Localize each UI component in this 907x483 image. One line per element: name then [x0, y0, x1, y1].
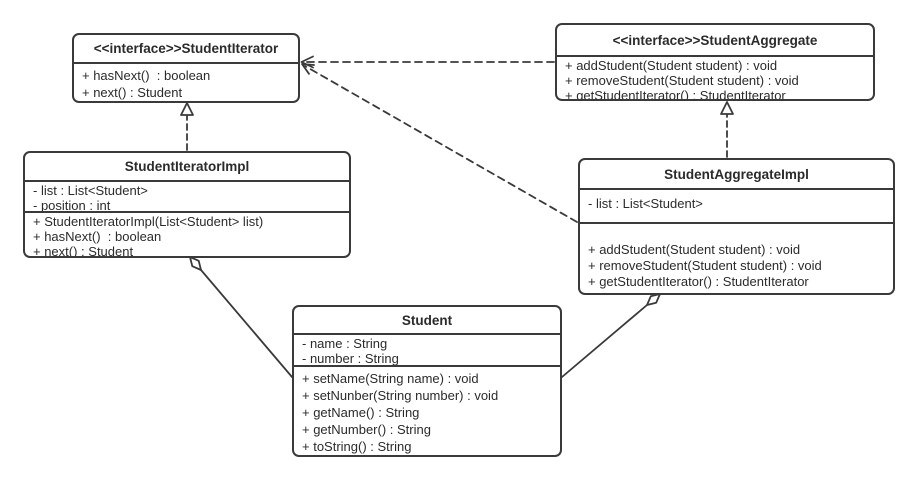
attributes-compartment-studentiteratorimpl: - list : List<Student> - position : int	[25, 182, 349, 213]
open-arrowhead	[300, 55, 314, 69]
hollow-diamond	[189, 256, 202, 271]
method-line: + StudentIteratorImpl(List<Student> list…	[33, 214, 264, 229]
methods-compartment-student: + setName(String name) : void + setNunbe…	[294, 367, 560, 455]
class-box-student: Student - name : String - number : Strin…	[292, 305, 562, 457]
class-title-studentiteratorimpl: StudentIteratorImpl	[25, 153, 349, 182]
method-line: + setName(String name) : void	[302, 371, 479, 386]
method-line: + next() : Student	[33, 244, 134, 258]
method-line: + hasNext() : boolean	[82, 68, 211, 83]
methods-compartment-studentiterator: + hasNext() : boolean + next() : Student	[74, 64, 298, 101]
realization-arrow-studentaggregateimpl-to-studentaggregate	[720, 101, 734, 158]
method-line: + getStudentIterator() : StudentIterator	[588, 274, 809, 289]
open-arrowhead	[301, 63, 315, 75]
methods-compartment-studentiteratorimpl: + StudentIteratorImpl(List<Student> list…	[25, 213, 349, 258]
class-title-student: Student	[294, 307, 560, 335]
class-title-studentiterator: <<interface>>StudentIterator	[74, 35, 298, 64]
hollow-triangle-arrowhead	[180, 102, 194, 116]
realization-arrow-studentiteratorimpl-to-studentiterator	[180, 102, 194, 151]
class-box-studentiterator: <<interface>>StudentIterator + hasNext()…	[72, 33, 300, 103]
method-line: + next() : Student	[82, 85, 183, 100]
attribute-line: - list : List<Student>	[33, 183, 148, 198]
method-line: + setNunber(String number) : void	[302, 388, 499, 403]
hollow-triangle-arrowhead	[720, 101, 734, 115]
class-title-studentaggregateimpl: StudentAggregateImpl	[580, 160, 893, 190]
method-line: + removeStudent(Student student) : void	[588, 258, 822, 273]
attribute-line: - position : int	[33, 198, 111, 213]
method-line: + toString() : String	[302, 439, 412, 454]
methods-compartment-studentaggregateimpl: + addStudent(Student student) : void + r…	[580, 224, 893, 292]
aggregation-link-studentaggregateimpl-to-student	[561, 293, 661, 378]
class-box-studentiteratorimpl: StudentIteratorImpl - list : List<Studen…	[23, 151, 351, 258]
hollow-diamond	[646, 293, 661, 306]
dependency-arrow-studentaggregate-to-studentiterator	[300, 55, 555, 69]
method-line: + addStudent(Student student) : void	[565, 58, 778, 73]
methods-compartment-studentaggregate: + addStudent(Student student) : void + r…	[557, 57, 873, 101]
attribute-line: - number : String	[302, 351, 399, 366]
aggregation-link-studentiteratorimpl-to-student	[189, 256, 293, 378]
method-line: + getNumber() : String	[302, 422, 431, 437]
method-line: + getStudentIterator() : StudentIterator	[565, 88, 786, 101]
method-line: + removeStudent(Student student) : void	[565, 73, 799, 88]
attributes-compartment-student: - name : String - number : String	[294, 335, 560, 367]
attribute-line: - list : List<Student>	[588, 196, 703, 211]
method-line: + hasNext() : boolean	[33, 229, 162, 244]
class-box-studentaggregateimpl: StudentAggregateImpl - list : List<Stude…	[578, 158, 895, 295]
attributes-compartment-studentaggregateimpl: - list : List<Student>	[580, 190, 893, 224]
class-title-studentaggregate: <<interface>>StudentAggregate	[557, 25, 873, 57]
method-line: + addStudent(Student student) : void	[588, 242, 801, 257]
method-line: + getName() : String	[302, 405, 420, 420]
attribute-line: - name : String	[302, 336, 388, 351]
class-box-studentaggregate: <<interface>>StudentAggregate + addStude…	[555, 23, 875, 101]
